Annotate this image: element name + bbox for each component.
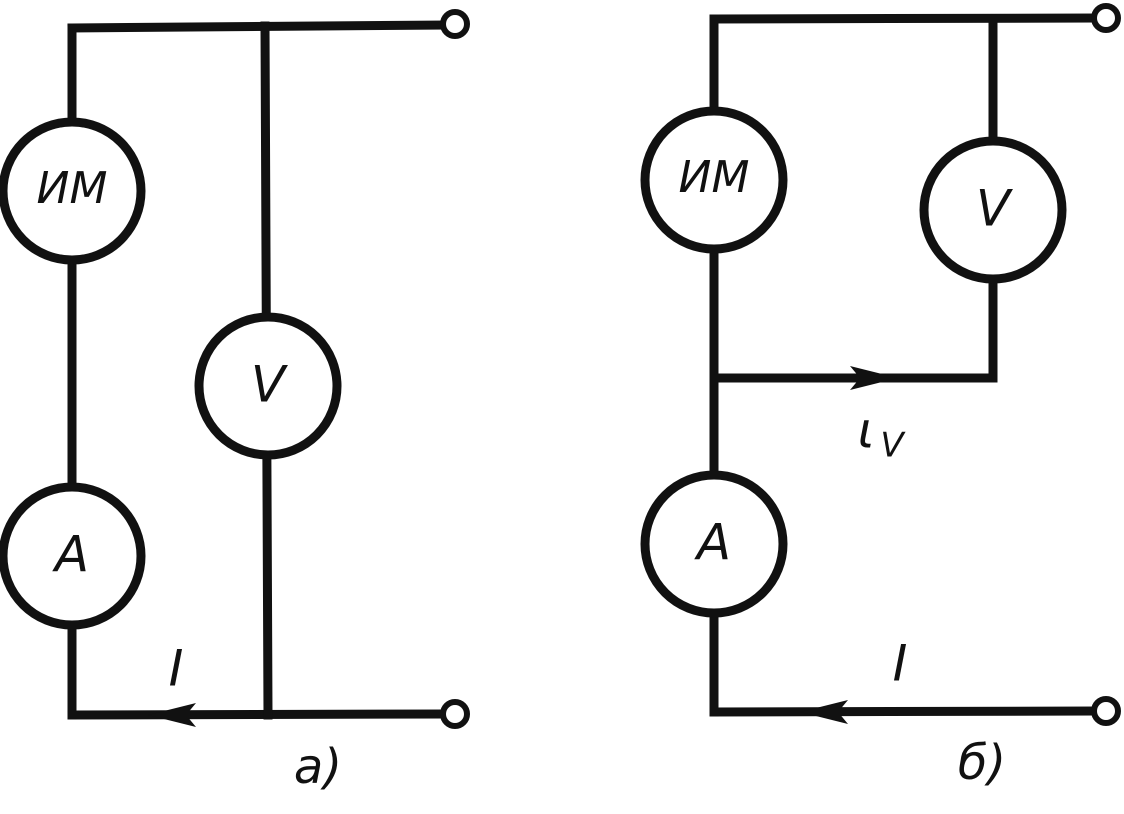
- circuit-b-top-wire: [709, 13, 1100, 24]
- circuit-b: ИМ A V I ι V б): [640, 3, 1121, 791]
- circuit-b-ammeter-label: A: [694, 514, 731, 572]
- circuit-a-voltmeter-label: V: [251, 356, 289, 414]
- circuit-b-voltmeter: [919, 136, 1067, 284]
- circuit-b-bottom-terminal: [1091, 696, 1121, 726]
- circuit-a: ИМ A V I а): [0, 9, 470, 795]
- circuit-b-bottom-wire: [709, 706, 1100, 717]
- circuit-a-ammeter: [0, 482, 146, 630]
- circuit-a-measured-object: [0, 117, 146, 265]
- circuit-a-top-terminal: [440, 9, 470, 39]
- circuit-b-ammeter: [640, 470, 788, 618]
- circuit-b-top-terminal: [1091, 3, 1121, 33]
- circuit-a-current-label: I: [169, 640, 184, 698]
- circuit-b-current-arrow: [800, 700, 848, 724]
- circuit-a-bottom-wire: [67, 709, 449, 720]
- circuit-b-measured-object: [640, 106, 788, 254]
- circuit-b-current-label: I: [893, 635, 908, 693]
- circuit-a-current-arrow: [148, 703, 196, 727]
- circuit-b-voltmeter-label: V: [976, 180, 1014, 238]
- circuit-a-top-wire: [67, 20, 449, 33]
- circuit-a-caption: а): [294, 739, 342, 795]
- circuit-b-voltmeter-current-symbol: ι: [858, 402, 875, 460]
- circuit-a-ammeter-label: A: [52, 526, 89, 584]
- circuit-a-measured-object-label: ИМ: [37, 163, 108, 214]
- circuit-b-caption: б): [958, 735, 1006, 791]
- circuit-b-voltmeter-current-arrow: [850, 366, 898, 390]
- circuit-a-voltmeter: [194, 312, 342, 460]
- circuit-b-voltmeter-current-subscript: V: [880, 426, 906, 466]
- circuit-b-measured-object-label: ИМ: [679, 152, 750, 203]
- circuit-a-bottom-terminal: [440, 699, 470, 729]
